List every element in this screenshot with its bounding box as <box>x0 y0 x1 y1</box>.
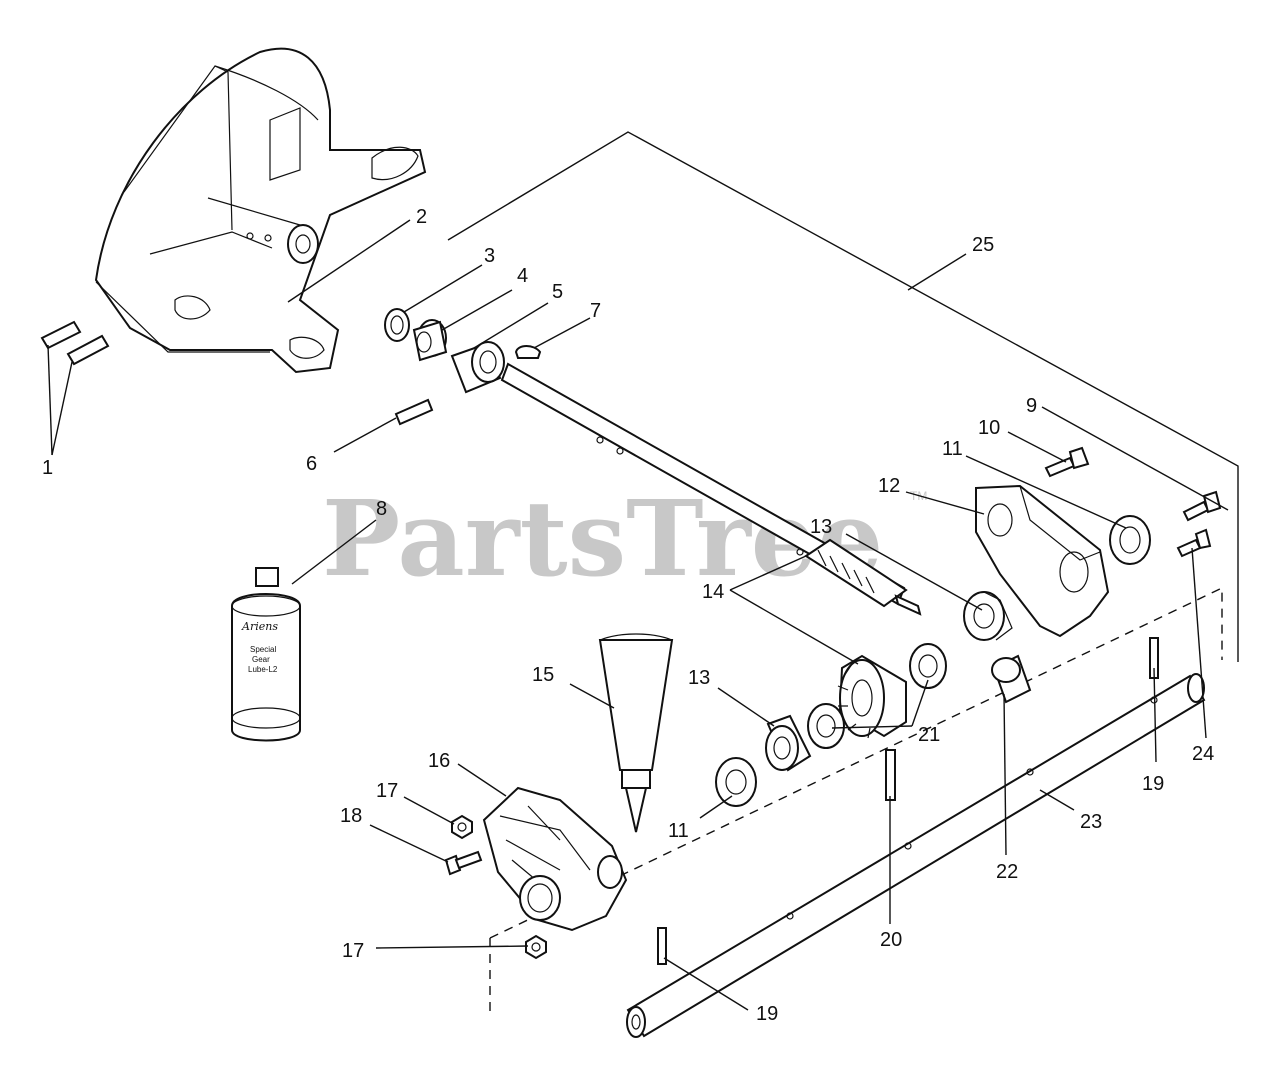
bottle-brand: Ariens <box>241 620 278 633</box>
gear-lube-bottle-8: Ariens Special Gear Lube-L2 <box>231 567 301 742</box>
roll-pin-20 <box>885 749 896 801</box>
callout-1: 1 <box>42 457 53 479</box>
callout-19-left: 19 <box>756 1003 778 1025</box>
callout-2: 2 <box>416 206 427 228</box>
callout-13-lower: 13 <box>688 667 710 689</box>
assembly-dashed-outline <box>489 586 1223 1018</box>
woodruff-key-7 <box>514 345 542 359</box>
callout-20: 20 <box>880 929 902 951</box>
worm-gear-14 <box>837 654 907 739</box>
flange-bearing-4 <box>412 319 448 362</box>
callout-25: 25 <box>972 234 994 256</box>
leader-lines <box>47 219 1229 1011</box>
nut-17-upper <box>451 814 473 840</box>
callout-23: 23 <box>1080 811 1102 833</box>
callout-11-right: 11 <box>942 438 963 460</box>
callout-15: 15 <box>532 664 554 686</box>
callout-11-lower: 11 <box>668 820 689 842</box>
callout-24: 24 <box>1192 743 1214 765</box>
bolt-9 <box>1182 490 1222 522</box>
grease-tube-15 <box>598 633 674 833</box>
bottle-line2: Gear <box>252 655 270 664</box>
callout-13-upper: 13 <box>810 516 832 538</box>
callout-21: 21 <box>918 724 940 746</box>
bushing-22 <box>991 654 1032 704</box>
bearing-11-right <box>1109 515 1151 565</box>
bolt-18 <box>444 850 483 876</box>
auger-shaft <box>500 362 922 616</box>
callout-numbers: 1 2 3 4 5 6 7 8 9 10 11 12 13 14 15 13 2… <box>42 206 1214 1025</box>
callout-10: 10 <box>978 417 1000 439</box>
callout-6: 6 <box>306 453 317 475</box>
gear-case-right-12 <box>975 484 1110 638</box>
bolt-10 <box>1044 446 1090 478</box>
bottle-line3: Lube-L2 <box>248 665 278 674</box>
gear-case-left-16 <box>482 786 628 932</box>
callout-7: 7 <box>590 300 601 322</box>
callout-4: 4 <box>517 265 528 287</box>
callout-19-right: 19 <box>1142 773 1164 795</box>
thrust-bearing-13-lower <box>765 714 812 772</box>
callout-16: 16 <box>428 750 450 772</box>
callout-8: 8 <box>376 498 387 520</box>
callout-9: 9 <box>1026 395 1037 417</box>
lock-washer-3 <box>384 308 410 342</box>
bushing-5 <box>450 341 505 394</box>
drive-tube-23 <box>626 673 1206 1038</box>
nut-17-lower <box>525 934 547 960</box>
pin-set-1 <box>40 320 110 366</box>
thrust-washer-21-upper <box>909 643 947 689</box>
shear-pin-6 <box>394 398 434 426</box>
thrust-washer-21-lower <box>807 703 845 749</box>
bearing-11-lower <box>715 757 757 807</box>
callout-22: 22 <box>996 861 1018 883</box>
bottle-line1: Special <box>250 645 276 654</box>
callout-5: 5 <box>552 281 563 303</box>
callout-18: 18 <box>340 805 362 827</box>
auger-housing-bracket <box>94 47 427 374</box>
roll-pin-19-left <box>657 927 667 965</box>
callout-12: 12 <box>878 475 900 497</box>
bolt-24 <box>1176 528 1212 558</box>
callout-3: 3 <box>484 245 495 267</box>
assembly-outline-25 <box>447 131 1239 662</box>
thrust-bearing-13-upper <box>963 591 1013 641</box>
callout-17-upper: 17 <box>376 780 398 802</box>
callout-14: 14 <box>702 581 724 603</box>
callout-17-lower: 17 <box>342 940 364 962</box>
